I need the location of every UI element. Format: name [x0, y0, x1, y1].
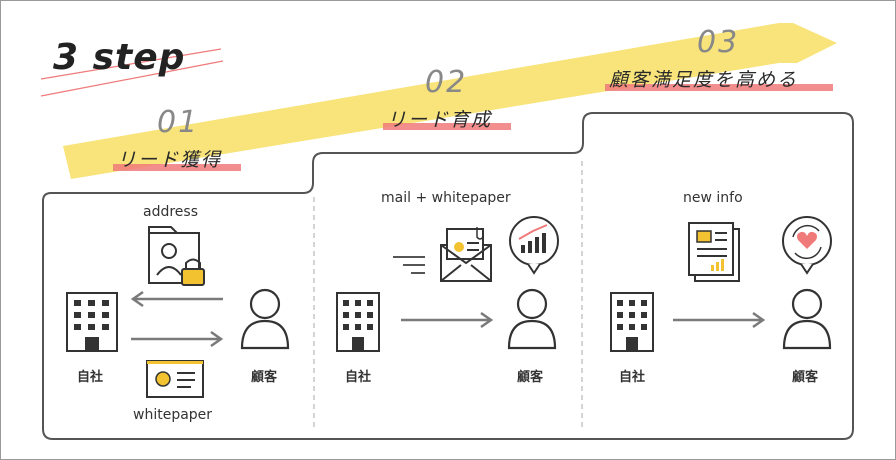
speed-lines: [393, 256, 425, 274]
arrow-left-panel1: [130, 290, 223, 308]
step-2-label: リード育成: [387, 109, 493, 131]
step-3-underline: [605, 84, 833, 91]
panel-1-top-caption: address: [143, 204, 199, 220]
step-1-number: 01: [157, 105, 200, 140]
customer-icon-2: [507, 288, 557, 350]
step-1-label: リード獲得: [117, 149, 223, 171]
arrow-right-panel3: [673, 311, 766, 329]
step-2-underline: [383, 123, 511, 130]
customer-icon-1: [240, 288, 290, 350]
title-hatch-decoration: [40, 48, 224, 97]
panel-1-customer-label: 顧客: [251, 370, 278, 385]
panel-2-top-caption: mail + whitepaper: [381, 190, 511, 206]
panel-1-bottom-caption: whitepaper: [133, 407, 213, 423]
mail-envelope-icon: [440, 227, 492, 282]
company-building-icon-2: [336, 292, 380, 352]
arrow-right-panel1: [131, 330, 224, 348]
heart-bubble-icon: [782, 216, 832, 275]
step-1-underline: [113, 164, 241, 171]
steps-frame: [42, 112, 854, 440]
progress-arrow-band: [63, 23, 837, 179]
panel-2-company-label: 自社: [345, 370, 372, 385]
panel-3-top-caption: new info: [683, 190, 743, 206]
customer-icon-3: [782, 288, 832, 350]
step-2-number: 02: [425, 65, 468, 100]
arrow-right-panel2: [401, 311, 494, 329]
news-report-icon: [688, 222, 740, 282]
panel-3-company-label: 自社: [619, 370, 646, 385]
lock-icon: [181, 258, 205, 286]
panel-2-customer-label: 顧客: [517, 370, 544, 385]
company-building-icon-1: [66, 292, 118, 352]
whitepaper-card-icon: [146, 360, 204, 398]
diagram-title: 3 step: [53, 37, 186, 78]
step-3-label: 顧客満足度を高める: [609, 69, 799, 91]
panel-1-company-label: 自社: [77, 370, 104, 385]
panel-3-customer-label: 顧客: [792, 370, 819, 385]
growth-chart-bubble-icon: [509, 216, 559, 275]
step-3-number: 03: [697, 25, 740, 60]
company-building-icon-3: [610, 292, 654, 352]
